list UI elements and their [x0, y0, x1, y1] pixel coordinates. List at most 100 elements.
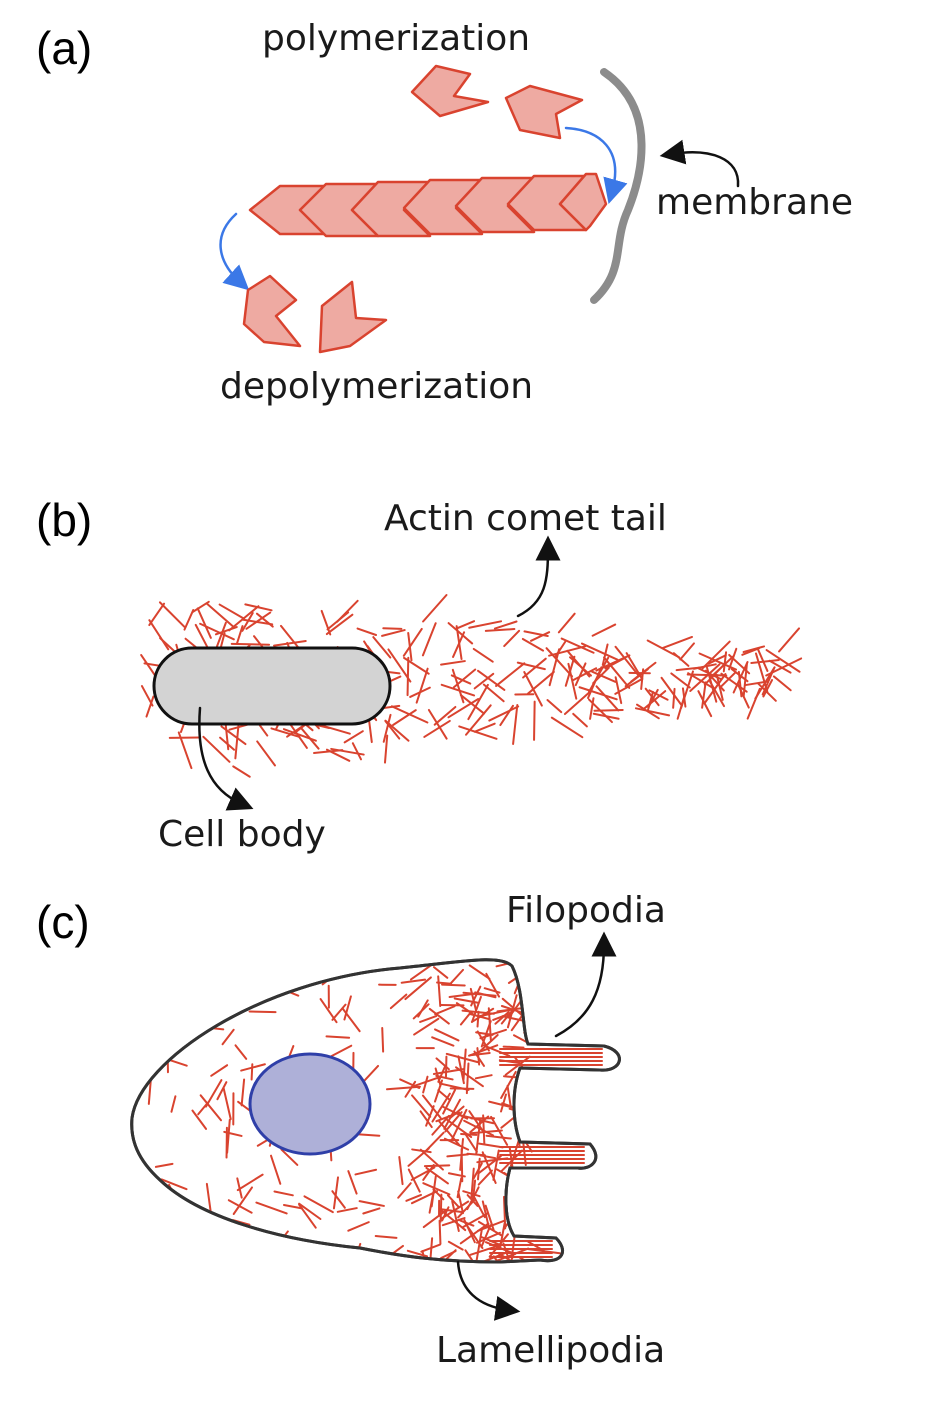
actin-fiber: [488, 705, 520, 722]
actin-fiber: [768, 659, 792, 674]
actin-fiber: [516, 661, 546, 671]
actin-fiber: [158, 601, 186, 628]
actin-fiber: [493, 620, 518, 630]
actin-fiber: [383, 1258, 409, 1262]
actin-fiber: [477, 1155, 502, 1175]
actin-fiber: [443, 1137, 470, 1151]
actin-fiber: [501, 997, 524, 1017]
actin-fiber: [630, 661, 657, 683]
actin-fiber: [447, 622, 474, 645]
actin-fiber: [523, 630, 549, 638]
actin-fiber: [524, 1205, 554, 1216]
actin-fiber: [255, 1201, 288, 1215]
actin-fiber: [405, 1193, 422, 1202]
actin-fiber: [445, 1052, 479, 1064]
actin-fiber: [477, 1033, 499, 1054]
actin-fiber: [754, 652, 769, 693]
actin-fiber: [432, 966, 449, 979]
actin-fiber: [440, 1250, 457, 1260]
actin-fiber: [500, 1008, 514, 1025]
actin-fiber: [527, 961, 550, 984]
actin-fiber: [742, 662, 748, 698]
actin-fiber: [509, 1168, 513, 1195]
panel-c-label: (c): [36, 896, 90, 948]
actin-fiber: [329, 1044, 353, 1058]
actin-fiber: [711, 655, 735, 677]
free-monomer: [318, 280, 388, 354]
actin-fiber: [135, 1237, 156, 1255]
actin-fiber: [728, 647, 738, 671]
actin-fiber: [472, 647, 494, 663]
actin-fiber: [362, 1207, 381, 1215]
actin-fiber: [420, 1243, 442, 1253]
actin-fiber: [241, 612, 254, 632]
actin-fiber: [689, 663, 721, 692]
actin-fiber: [503, 629, 521, 648]
actin-fiber: [482, 1114, 486, 1145]
actin-fiber: [398, 1155, 404, 1186]
actin-fiber: [709, 680, 726, 708]
depolymerization-arrow: [219, 212, 250, 291]
actin-fiber: [701, 640, 731, 670]
actin-fiber: [148, 619, 170, 651]
actin-fiber: [236, 1177, 243, 1199]
free-monomer: [242, 274, 302, 348]
actin-fiber: [219, 988, 253, 998]
actin-fiber: [411, 1148, 432, 1154]
actin-fiber: [406, 1249, 429, 1258]
actin-fiber: [778, 627, 800, 653]
actin-fiber: [697, 690, 713, 718]
actin-fiber: [170, 1095, 177, 1113]
actin-fiber: [442, 1088, 457, 1115]
actin-fiber: [604, 656, 626, 670]
actin-fiber: [484, 1204, 495, 1231]
actin-fiber: [438, 1120, 461, 1147]
actin-fiber: [590, 670, 617, 683]
actin-fiber: [246, 1243, 274, 1255]
panel-b: (b) Actin comet tail Cell body: [36, 494, 803, 855]
actin-fiber: [430, 1175, 437, 1208]
actin-fiber: [447, 1240, 464, 1251]
actin-fiber: [473, 1050, 486, 1067]
actin-fiber: [526, 1113, 547, 1125]
actin-fiber: [221, 1028, 235, 1046]
actin-fiber: [473, 722, 496, 733]
actin-fiber: [661, 635, 694, 650]
actin-fiber: [500, 1116, 516, 1129]
filopodia-label: Filopodia: [506, 890, 666, 931]
actin-fiber: [210, 1064, 229, 1077]
actin-fiber: [354, 1168, 378, 1176]
actin-fiber: [428, 1007, 450, 1025]
actin-fiber: [131, 1009, 145, 1019]
actin-fiber: [722, 651, 728, 673]
depolymerization-label: depolymerization: [220, 366, 533, 407]
actin-fiber: [477, 669, 506, 691]
actin-fiber: [202, 735, 231, 763]
lamellipodia-label: Lamellipodia: [436, 1330, 665, 1371]
actin-fiber: [469, 1245, 498, 1256]
actin-fiber: [484, 628, 516, 632]
actin-fiber: [273, 1190, 294, 1197]
actin-fiber: [527, 670, 555, 695]
actin-fiber: [527, 1195, 544, 1227]
actin-fiber: [221, 1251, 248, 1261]
actin-fiber: [485, 972, 501, 998]
actin-fiber: [505, 1196, 528, 1202]
actin-fiber: [471, 1193, 486, 1219]
actin-fiber: [160, 1178, 188, 1191]
actin-fiber: [732, 661, 749, 694]
actin-fiber: [603, 656, 631, 689]
actin-fiber: [407, 631, 413, 662]
actin-fiber: [224, 724, 230, 751]
actin-fiber: [500, 1093, 507, 1113]
actin-fiber: [672, 652, 690, 667]
actin-fiber: [332, 1176, 340, 1210]
actin-fiber: [530, 631, 551, 642]
actin-fiber: [383, 734, 389, 764]
actin-fiber: [458, 725, 498, 740]
actin-fiber: [434, 1028, 460, 1042]
actin-fiber: [434, 1067, 442, 1087]
actin-fiber: [741, 647, 761, 656]
actin-fiber: [473, 672, 495, 690]
actin-fiber: [459, 694, 486, 715]
